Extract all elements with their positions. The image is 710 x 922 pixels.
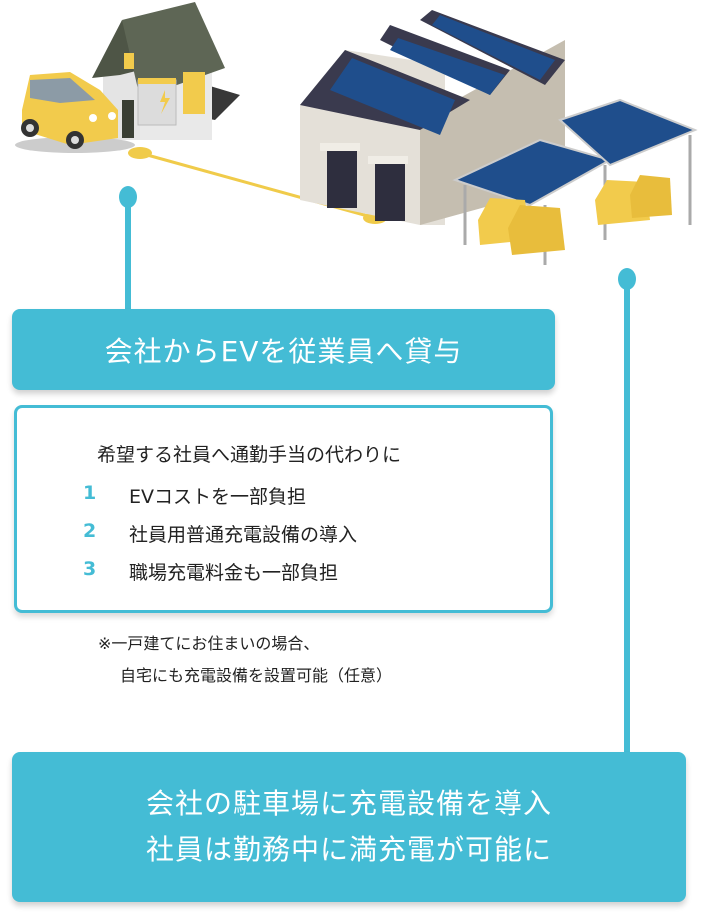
benefit-text: 社員用普通充電設備の導入 [129, 524, 358, 546]
note-line-2: 自宅にも充電設備を設置可能（任意） [120, 666, 393, 685]
left-connector-line [125, 200, 131, 312]
benefit-number: 2 [83, 520, 97, 542]
benefit-item: 2 社員用普通充電設備の導入 [83, 520, 357, 547]
benefits-box: 希望する社員へ通勤手当の代わりに 1 EVコストを一部負担 2 社員用普通充電設… [14, 405, 553, 613]
benefit-text: EVコストを一部負担 [129, 486, 307, 508]
house-icon [92, 2, 240, 140]
solar-carport-icon [452, 98, 698, 265]
factory-icon [300, 10, 565, 225]
bottom-box: 会社の駐車場に充電設備を導入 社員は勤務中に満充電が可能に [12, 752, 686, 902]
ev-car-icon [15, 72, 135, 153]
bottom-box-line-1: 会社の駐車場に充電設備を導入 [145, 787, 552, 820]
note-line-1: ※一戸建てにお住まいの場合、 [98, 634, 320, 653]
benefit-number: 1 [83, 482, 97, 504]
benefits-intro: 希望する社員へ通勤手当の代わりに [97, 444, 402, 466]
benefit-item: 1 EVコストを一部負担 [83, 482, 306, 509]
benefit-number: 3 [83, 558, 97, 580]
left-connector-dot [119, 186, 137, 208]
header-box: 会社からEVを従業員へ貸与 [12, 309, 555, 390]
benefit-item: 3 職場充電料金も一部負担 [83, 558, 338, 585]
benefit-text: 職場充電料金も一部負担 [129, 562, 339, 584]
note: ※一戸建てにお住まいの場合、 自宅にも充電設備を設置可能（任意） [98, 628, 392, 692]
header-box-text: 会社からEVを従業員へ貸与 [104, 334, 463, 368]
right-connector-dot [618, 268, 636, 290]
illustration [15, 2, 698, 265]
right-connector-line [624, 280, 630, 755]
bottom-box-line-2: 社員は勤務中に満充電が可能に [145, 833, 552, 866]
